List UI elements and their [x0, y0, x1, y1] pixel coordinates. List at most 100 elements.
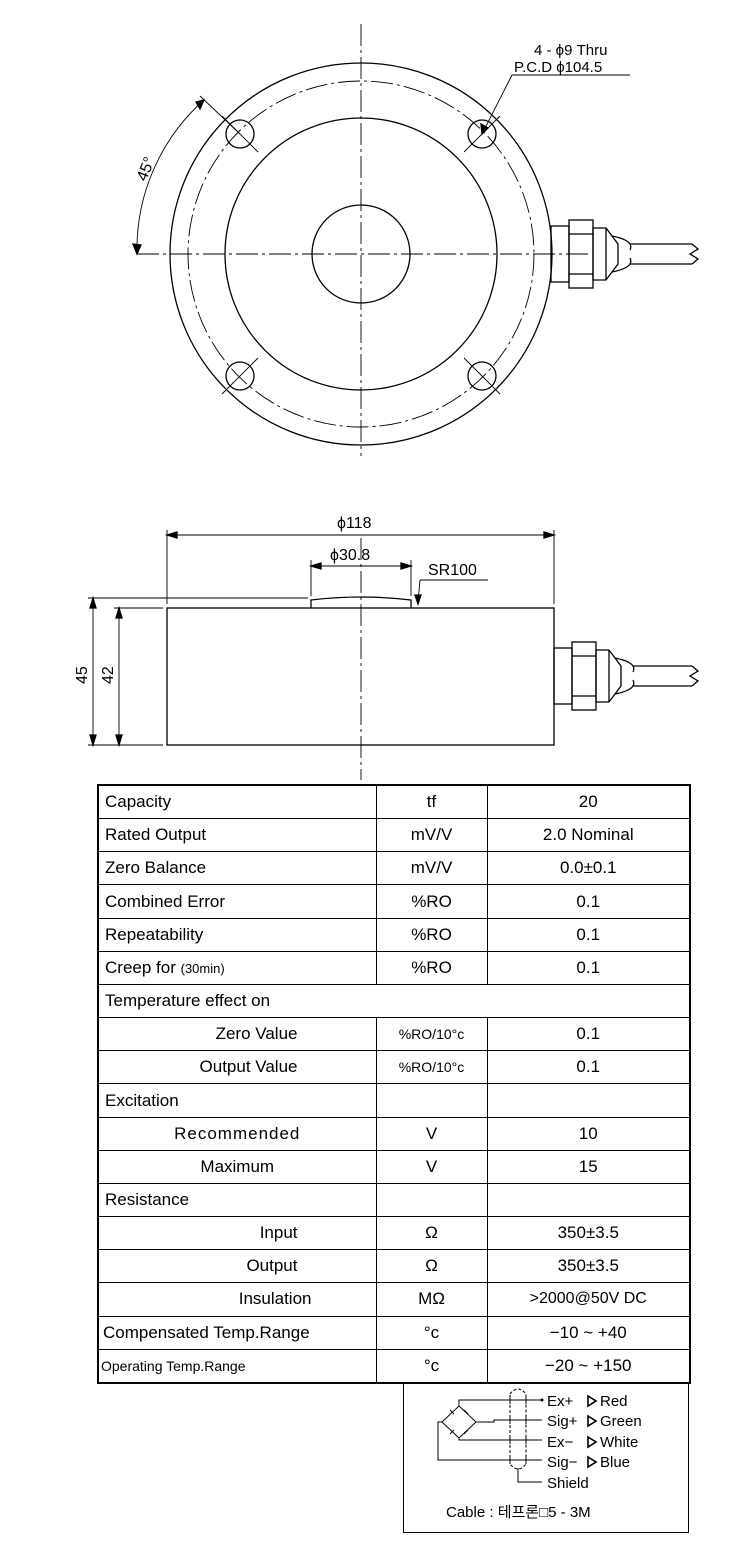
- shield-loop: [509, 1388, 527, 1470]
- spec-value: 0.0±0.1: [486, 851, 691, 886]
- hole-note-2: P.C.D ϕ104.5: [514, 59, 602, 76]
- spec-name: Combined Error: [97, 884, 377, 919]
- spec-value: 0.1: [486, 884, 691, 919]
- spec-value: >2000@50V DC: [486, 1282, 691, 1317]
- arrow-marker: [587, 1455, 598, 1469]
- bolt-hole: [463, 357, 501, 395]
- table-row: Insulation MΩ >2000@50V DC: [97, 1282, 691, 1317]
- table-row: Input Ω 350±3.5: [97, 1216, 691, 1251]
- spec-value: 350±3.5: [486, 1216, 691, 1251]
- spec-name: Rated Output: [97, 818, 377, 853]
- dome-diameter-label: ϕ30.8: [330, 547, 370, 564]
- spec-unit: mV/V: [375, 818, 488, 853]
- spec-unit: V: [375, 1149, 488, 1184]
- arrow-marker: [587, 1435, 598, 1449]
- body: [166, 607, 555, 746]
- wire-color: Red: [600, 1393, 628, 1410]
- table-row: Rated Output mV/V 2.0 Nominal: [97, 818, 691, 853]
- spec-value: 20: [486, 784, 691, 820]
- outer-diameter-label: ϕ118: [337, 515, 372, 532]
- wire-color: White: [600, 1434, 638, 1451]
- table-row: Compensated Temp.Range °c −10 ~ +40: [97, 1315, 691, 1350]
- spec-unit: Ω: [375, 1249, 488, 1284]
- spec-unit: tf: [375, 784, 488, 820]
- hole-note-1: 4 - ϕ9 Thru: [534, 42, 607, 59]
- angle-label: 45°: [134, 155, 159, 184]
- outer-circle: [169, 62, 553, 446]
- spec-name: Output Value: [97, 1050, 377, 1085]
- spec-name: Zero Balance: [97, 851, 377, 886]
- spec-value: 0.1: [486, 1017, 691, 1052]
- wire-color: Green: [600, 1413, 642, 1430]
- wiring-schematic: Ex+ Red Sig+ Green Ex− White Sig− Blue S…: [437, 1388, 642, 1521]
- spec-unit: %RO/10°c: [375, 1050, 488, 1085]
- spec-value: 10: [486, 1116, 691, 1151]
- spec-value: 0.1: [486, 917, 691, 952]
- table-row: Combined Error %RO 0.1: [97, 884, 691, 919]
- spec-name: Repeatability: [97, 917, 377, 952]
- spec-name: Input: [97, 1216, 377, 1251]
- table-row: Output Ω 350±3.5: [97, 1249, 691, 1284]
- table-row: Maximum V 15: [97, 1149, 691, 1184]
- spec-name-text: Creep for: [105, 957, 176, 977]
- top-view: [131, 24, 700, 456]
- spec-unit: [375, 1182, 488, 1218]
- pcd-circle: [187, 80, 535, 428]
- spec-value: 0.1: [486, 1050, 691, 1085]
- spec-name: Zero Value: [97, 1017, 377, 1052]
- table-row: Zero Balance mV/V 0.0±0.1: [97, 851, 691, 886]
- dome-radius-label: SR100: [428, 562, 477, 579]
- bolt-hole: [221, 357, 259, 395]
- cable-gland: [550, 219, 700, 289]
- spec-value: [486, 1083, 691, 1118]
- table-row: Zero Value %RO/10°c 0.1: [97, 1017, 691, 1052]
- spec-table: Capacity tf 20 Rated Output mV/V 2.0 Nom…: [97, 784, 691, 1384]
- spec-unit: mV/V: [375, 851, 488, 886]
- cable-label: Cable : 테프론□5 - 3M: [446, 1504, 591, 1521]
- spec-name: Capacity: [97, 784, 377, 820]
- spec-unit: %RO/10°c: [375, 1017, 488, 1052]
- arrowhead: [195, 99, 206, 111]
- spec-name: Excitation: [97, 1083, 377, 1118]
- wire-signal: Ex+: [547, 1393, 574, 1410]
- table-row: Recommended V 10: [97, 1116, 691, 1151]
- total-height-label: 45: [74, 666, 91, 684]
- table-row: Capacity tf 20: [97, 784, 691, 820]
- spec-name: Insulation: [97, 1282, 377, 1317]
- table-row: Temperature effect on: [97, 983, 691, 1019]
- spec-unit: Ω: [375, 1216, 488, 1251]
- spec-name: Maximum: [97, 1149, 377, 1184]
- body-height-label: 42: [100, 666, 117, 684]
- spec-name: Operating Temp.Range: [97, 1348, 377, 1384]
- wiring-diagram: Ex+ Red Sig+ Green Ex− White Sig− Blue S…: [403, 1384, 689, 1533]
- technical-drawing: 4 - ϕ9 Thru P.C.D ϕ104.5 45°: [74, 24, 700, 780]
- cable-gland: [553, 641, 700, 711]
- spec-value: 2.0 Nominal: [486, 818, 691, 853]
- angle-arc: [136, 99, 205, 255]
- spec-unit: [375, 1083, 488, 1118]
- spec-name: Resistance: [97, 1182, 377, 1218]
- spec-name: Output: [97, 1249, 377, 1284]
- side-view: [88, 530, 700, 780]
- spec-name-suffix: (30min): [180, 960, 225, 976]
- table-row: Creep for (30min) %RO 0.1: [97, 950, 691, 985]
- bridge: [441, 1405, 477, 1439]
- spec-value: −20 ~ +150: [486, 1348, 691, 1384]
- arrow-marker: [587, 1414, 598, 1428]
- spec-name: Compensated Temp.Range: [97, 1315, 377, 1350]
- table-row: Operating Temp.Range °c −20 ~ +150: [97, 1348, 691, 1384]
- table-row: Resistance: [97, 1182, 691, 1218]
- spec-section-heading: Temperature effect on: [97, 983, 691, 1019]
- arrowhead: [131, 243, 142, 256]
- spec-value: −10 ~ +40: [486, 1315, 691, 1350]
- wire-signal: Ex−: [547, 1434, 574, 1451]
- spec-value: 350±3.5: [486, 1249, 691, 1284]
- spec-value: 15: [486, 1149, 691, 1184]
- wire-signal: Sig−: [547, 1454, 578, 1471]
- wire-color: Blue: [600, 1454, 630, 1471]
- arrow-marker: [587, 1394, 598, 1408]
- table-row: Excitation: [97, 1083, 691, 1118]
- spec-unit: MΩ: [375, 1282, 488, 1317]
- table-row: Repeatability %RO 0.1: [97, 917, 691, 952]
- shield-label: Shield: [547, 1475, 589, 1492]
